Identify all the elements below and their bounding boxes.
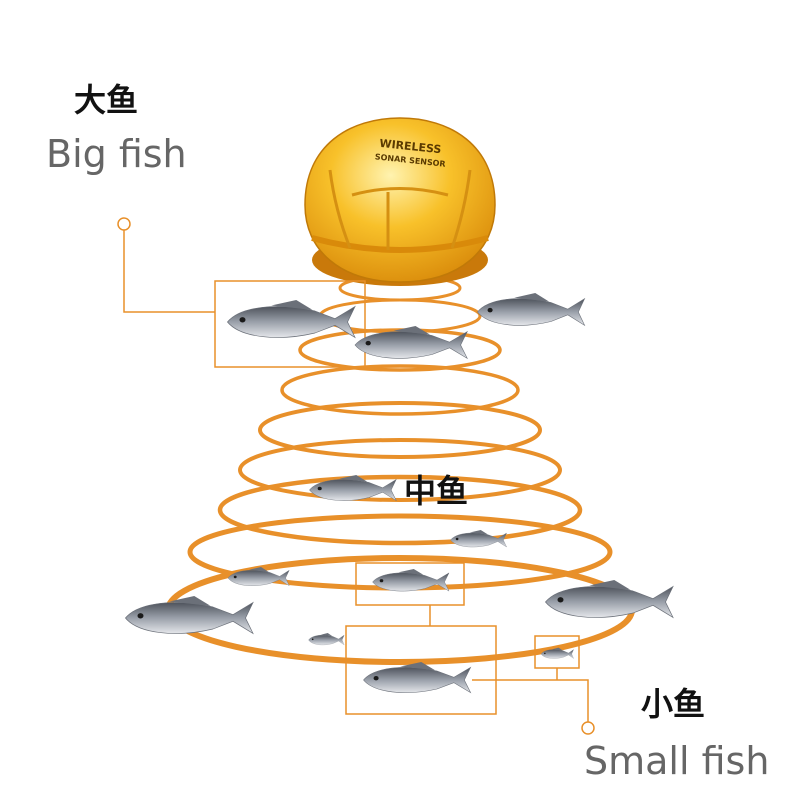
callout-box-small-1 (345, 625, 497, 715)
callout-marker-small (581, 721, 595, 735)
sonar-ring (258, 401, 542, 459)
medium-fish-label-cn: 中鱼 (404, 472, 469, 510)
callout-line-big (123, 230, 215, 313)
sonar-ring (238, 438, 562, 502)
small-fish-label-en: Small fish (584, 739, 770, 783)
wireless-sonar-sensor-icon: WIRELESS SONAR SENSOR (304, 117, 496, 286)
small-fish-label-cn: 小鱼 (641, 685, 706, 723)
fish-icon (124, 595, 254, 635)
fish-icon (308, 632, 345, 646)
callout-marker-big (117, 217, 131, 231)
sensor-label-line1: WIRELESS (379, 137, 442, 156)
callout-line-small (472, 679, 589, 722)
callouts (117, 217, 595, 735)
big-fish-label-cn: 大鱼 (74, 81, 139, 119)
fish-icon (450, 529, 507, 548)
callout-box-big (214, 280, 366, 368)
fish-icon (544, 579, 674, 619)
sonar-ring (280, 364, 520, 416)
fish-icon (476, 292, 586, 326)
big-fish-label-en: Big fish (46, 132, 187, 176)
callout-box-medium (355, 562, 465, 606)
fish-icon (362, 661, 472, 694)
fish-group (124, 292, 674, 694)
sonar-ring (217, 474, 583, 546)
